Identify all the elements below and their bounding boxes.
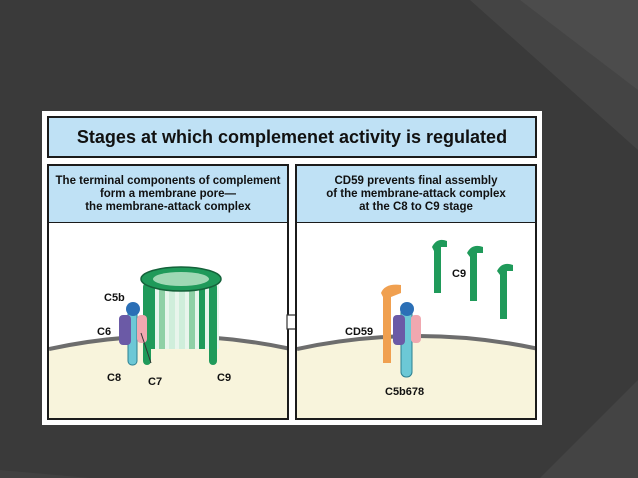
c6-protein (119, 315, 131, 345)
left-panel-header: The terminal components of complement fo… (49, 166, 287, 223)
cell-membrane (297, 336, 535, 418)
label-c5b678: C5b678 (385, 386, 424, 398)
label-c9: C9 (452, 268, 466, 280)
pore-segment (149, 281, 155, 349)
pore-segment (189, 281, 195, 349)
pore-segment (159, 281, 165, 349)
c9-monomer (497, 263, 513, 319)
c5b-protein (400, 302, 414, 316)
left-panel-diagram: C5b C6 C8 C7 C9 (49, 266, 287, 418)
right-panel-diagram: C9 CD59 C5b678 (297, 239, 535, 418)
c9-monomer (467, 245, 483, 301)
mac-pore (140, 266, 222, 365)
label-c5b: C5b (104, 292, 125, 304)
left-header-line: The terminal components of complement (55, 174, 281, 187)
pore-opening (153, 272, 209, 286)
c6-protein (393, 315, 405, 345)
pore-segment (179, 281, 185, 349)
label-c6: C6 (97, 326, 111, 338)
background-stripe (520, 0, 638, 90)
figure-title: Stages at which complemenet activity is … (47, 116, 537, 158)
c7-protein (137, 315, 147, 343)
pore-right-leg (209, 283, 217, 365)
c9-monomer (432, 239, 447, 293)
cell-membrane (49, 336, 287, 418)
right-panel-header: CD59 prevents final assembly of the memb… (297, 166, 535, 223)
c5b-protein (126, 302, 140, 316)
cd59-protein (381, 284, 401, 363)
left-header-line: the membrane-attack complex (85, 200, 251, 213)
label-c7: C7 (148, 376, 162, 388)
right-panel: CD59 prevents final assembly of the memb… (295, 164, 537, 420)
left-header-line: form a membrane pore— (99, 187, 237, 200)
c7-protein (411, 315, 421, 343)
right-header-line: CD59 prevents final assembly (334, 174, 498, 187)
label-c8: C8 (107, 372, 121, 384)
complement-figure: Stages at which complemenet activity is … (42, 111, 542, 425)
pore-segment (169, 281, 175, 349)
label-c9: C9 (217, 372, 231, 384)
right-header-line: at the C8 to C9 stage (359, 200, 473, 213)
pore-segment (199, 281, 205, 349)
c7-pointer (140, 332, 152, 364)
background-stripe (540, 380, 638, 478)
left-panel: The terminal components of complement fo… (47, 164, 289, 420)
label-cd59: CD59 (345, 326, 373, 338)
background-stripe (0, 470, 90, 478)
right-header-line: of the membrane-attack complex (326, 187, 506, 200)
